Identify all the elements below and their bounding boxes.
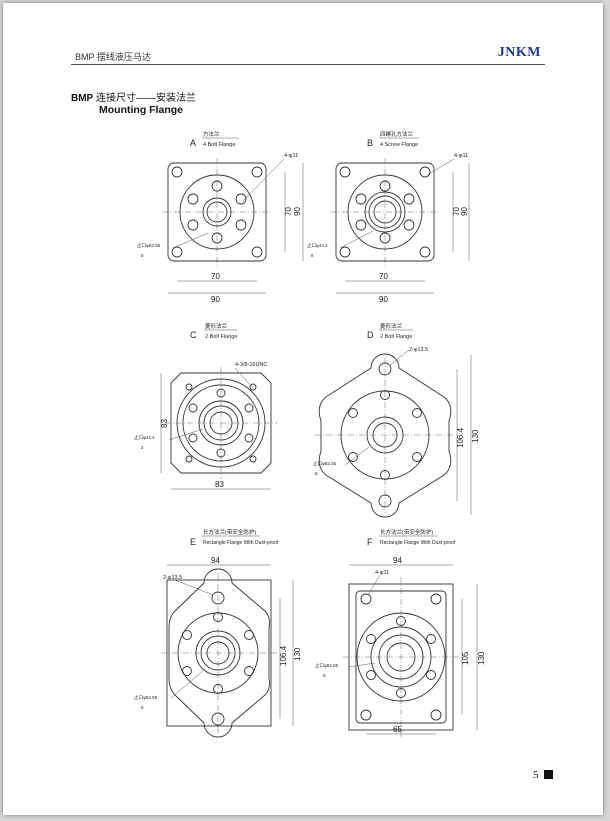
drawing-b-letter: B	[367, 138, 373, 148]
drawing-b-name-zh: 四螺孔方法兰	[380, 130, 414, 138]
drawing-c-name-en: 2 Bolt Flange	[205, 334, 237, 340]
drawing-c-dim-2: 83	[215, 480, 224, 489]
drawing-e-shaft-label: 止口φ82.55	[134, 694, 158, 701]
drawing-e: E 长方法兰(带安全防护) Rectangle Flange With Dust…	[134, 528, 302, 738]
drawing-f-dim-1: 94	[393, 556, 402, 565]
drawing-a: A 方法兰 4 Bolt Flange 4-φ11 止口φ82.55 8 70 …	[137, 130, 304, 304]
drawing-f-hole-label: 4-φ11	[375, 570, 389, 576]
drawing-e-dim-1: 94	[211, 556, 220, 565]
drawing-a-dim-2: 90	[211, 295, 220, 304]
brand-logo: JNKM	[497, 45, 541, 60]
drawing-f-dim-2: 105	[461, 651, 470, 665]
drawing-c-letter: C	[190, 330, 197, 340]
header-divider	[71, 64, 545, 65]
section-title-text: 连接尺寸——安装法兰	[96, 93, 197, 104]
drawing-f-name-zh: 长方法兰(带安全防护)	[380, 528, 433, 536]
drawing-e-flange	[168, 568, 270, 738]
drawing-a-shaft-sub: 8	[141, 253, 144, 258]
section-title-en: Mounting Flange	[99, 104, 183, 116]
drawing-a-dim-1: 70	[211, 272, 220, 281]
drawing-e-hole-label: 2-φ13.5	[163, 575, 182, 581]
section-title-zh: BMP 连接尺寸——安装法兰	[71, 89, 196, 104]
drawing-f-dim-4: 65	[393, 725, 402, 734]
drawing-d-hole-label: 2-φ13.5	[409, 347, 428, 353]
drawing-e-name-en: Rectangle Flange With Dust-proof	[203, 540, 279, 546]
drawing-b-dim-3: 70	[452, 207, 461, 216]
drawing-d-letter: D	[367, 330, 374, 340]
drawing-c-dim-1: 83	[160, 419, 169, 428]
drawing-d-name-zh: 菱形法兰	[380, 322, 403, 330]
drawing-a-name-en: 4 Bolt Flange	[203, 142, 235, 148]
drawing-a-name-zh: 方法兰	[203, 130, 220, 138]
page-marker-square	[544, 770, 553, 779]
drawing-e-name-zh: 长方法兰(带安全防护)	[203, 528, 256, 536]
drawing-f-dim-3: 130	[477, 651, 486, 665]
drawing-a-hole-label: 4-φ11	[284, 153, 298, 159]
drawing-d-dim-1: 106.4	[456, 427, 465, 448]
section-title-prefix: BMP	[71, 93, 94, 104]
drawing-c-name-zh: 菱形法兰	[205, 322, 228, 330]
drawing-d-dim-2: 130	[471, 429, 480, 443]
drawing-f-letter: F	[367, 537, 373, 547]
drawing-b: B 四螺孔方法兰 4 Screw Flange 4-φ11 止口φ44.4 8 …	[307, 130, 470, 304]
drawing-e-dim-2: 106.4	[279, 645, 288, 666]
drawing-b-dim-2: 90	[379, 295, 388, 304]
drawing-a-dim-4: 90	[293, 207, 302, 216]
drawing-d-shaft-label: 止口φ82.55	[313, 460, 337, 467]
drawing-d-shaft-sub: 8	[315, 471, 318, 476]
drawing-b-hole-label: 4-φ11	[454, 153, 468, 159]
drawing-f-shaft-label: 止口φ82.55	[315, 662, 339, 669]
drawing-c: C 菱形法兰 2 Bolt Flange 4-3/8-16UNC 止口φ44.4…	[134, 322, 277, 490]
drawing-a-dim-3: 70	[284, 207, 293, 216]
drawing-e-shaft-sub: 8	[141, 705, 144, 710]
drawing-f-shaft-sub: 8	[323, 673, 326, 678]
drawing-b-name-en: 4 Screw Flange	[380, 142, 418, 148]
drawing-b-shaft-sub: 8	[311, 253, 314, 258]
document-page: BMP 摆线液压马达 JNKM BMP 连接尺寸——安装法兰 Mounting …	[3, 3, 603, 815]
drawing-c-flange	[170, 372, 272, 474]
drawing-e-dim-3: 130	[293, 647, 302, 661]
drawing-d: D 菱形法兰 2 Bolt Flange 2-φ13.5 止口φ82.55 8 …	[313, 322, 480, 518]
drawing-b-shaft-label: 止口φ44.4	[307, 242, 328, 249]
drawing-f: F 长方法兰(带安全防护) Rectangle Flange With Dust…	[315, 528, 486, 737]
drawing-d-flange	[318, 353, 452, 518]
drawing-a-letter: A	[190, 138, 196, 148]
drawing-b-dim-4: 90	[460, 207, 469, 216]
drawing-b-dim-1: 70	[379, 272, 388, 281]
page-number: 5	[533, 769, 539, 781]
header-title: BMP 摆线液压马达	[75, 52, 151, 62]
drawing-c-shaft-label: 止口φ44.4	[134, 434, 155, 441]
drawing-c-shaft-sub: 2	[141, 445, 144, 450]
drawing-e-letter: E	[190, 537, 196, 547]
drawing-f-name-en: Rectangle Flange With Dust-proof	[380, 540, 456, 546]
drawing-c-hole-label: 4-3/8-16UNC	[235, 362, 267, 368]
drawing-a-shaft-label: 止口φ82.55	[137, 242, 161, 249]
drawings-canvas: A 方法兰 4 Bolt Flange 4-φ11 止口φ82.55 8 70 …	[134, 130, 486, 738]
drawing-d-name-en: 2 Bolt Flange	[380, 334, 412, 340]
